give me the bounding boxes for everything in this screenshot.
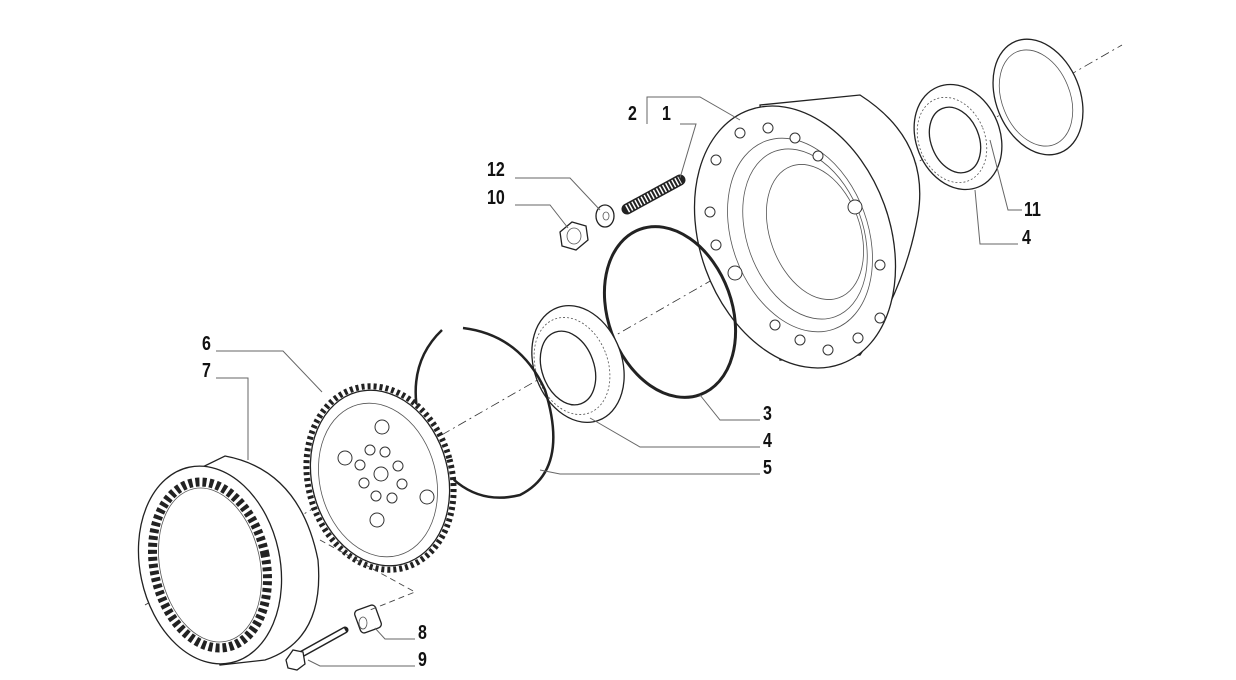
callout-11: 11 — [1024, 199, 1041, 221]
callout-4-right: 4 — [1022, 227, 1031, 249]
planet-carrier-gear-part-6 — [303, 383, 457, 573]
washer-part-12 — [595, 204, 615, 228]
callout-6: 6 — [202, 333, 211, 355]
bushing-part-8 — [354, 604, 382, 634]
seal-part-11 — [992, 38, 1084, 156]
callout-9: 9 — [418, 649, 427, 671]
stud-part-1 — [621, 174, 686, 215]
ring-gear-part-7 — [137, 455, 320, 666]
bearing-part-4-left — [531, 304, 625, 424]
callout-7: 7 — [202, 360, 211, 382]
callout-1: 1 — [662, 103, 671, 125]
snap-ring-part-5 — [414, 326, 555, 499]
bearing-part-4-right — [913, 83, 1003, 191]
callout-12: 12 — [487, 159, 505, 181]
leader-lines — [216, 96, 1022, 667]
hub-part-2 — [693, 94, 921, 369]
callout-5: 5 — [763, 457, 772, 479]
callout-2: 2 — [628, 103, 637, 125]
callout-3: 3 — [763, 403, 772, 425]
callout-8: 8 — [418, 622, 427, 644]
callout-4-left: 4 — [763, 430, 772, 452]
callout-10: 10 — [487, 187, 505, 209]
nut-part-10 — [559, 221, 589, 251]
bolt-part-9 — [285, 626, 349, 671]
